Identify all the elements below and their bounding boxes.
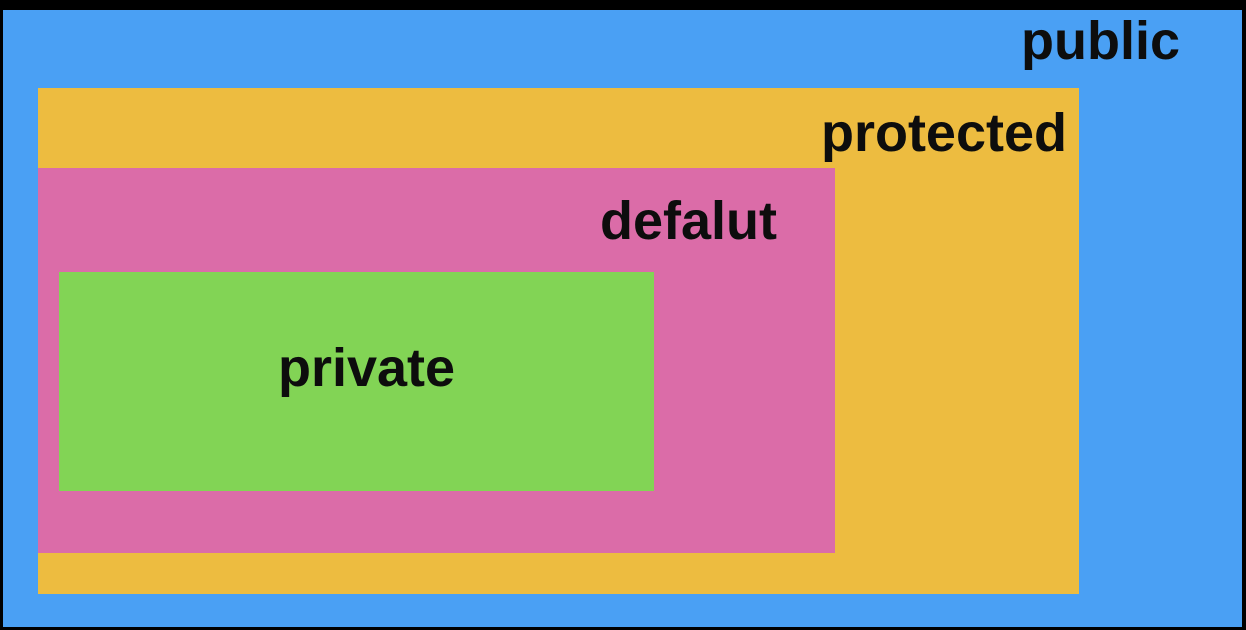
layer-default-label: defalut xyxy=(599,191,777,251)
layer-public: public protected defalut private xyxy=(3,10,1242,627)
layer-default: defalut private xyxy=(38,168,835,553)
layer-public-label: public xyxy=(1021,11,1180,71)
layer-private: private xyxy=(59,272,654,491)
layer-private-label: private xyxy=(277,337,456,398)
layer-protected: protected defalut private xyxy=(38,88,1079,594)
layer-protected-label: protected xyxy=(820,103,1067,163)
